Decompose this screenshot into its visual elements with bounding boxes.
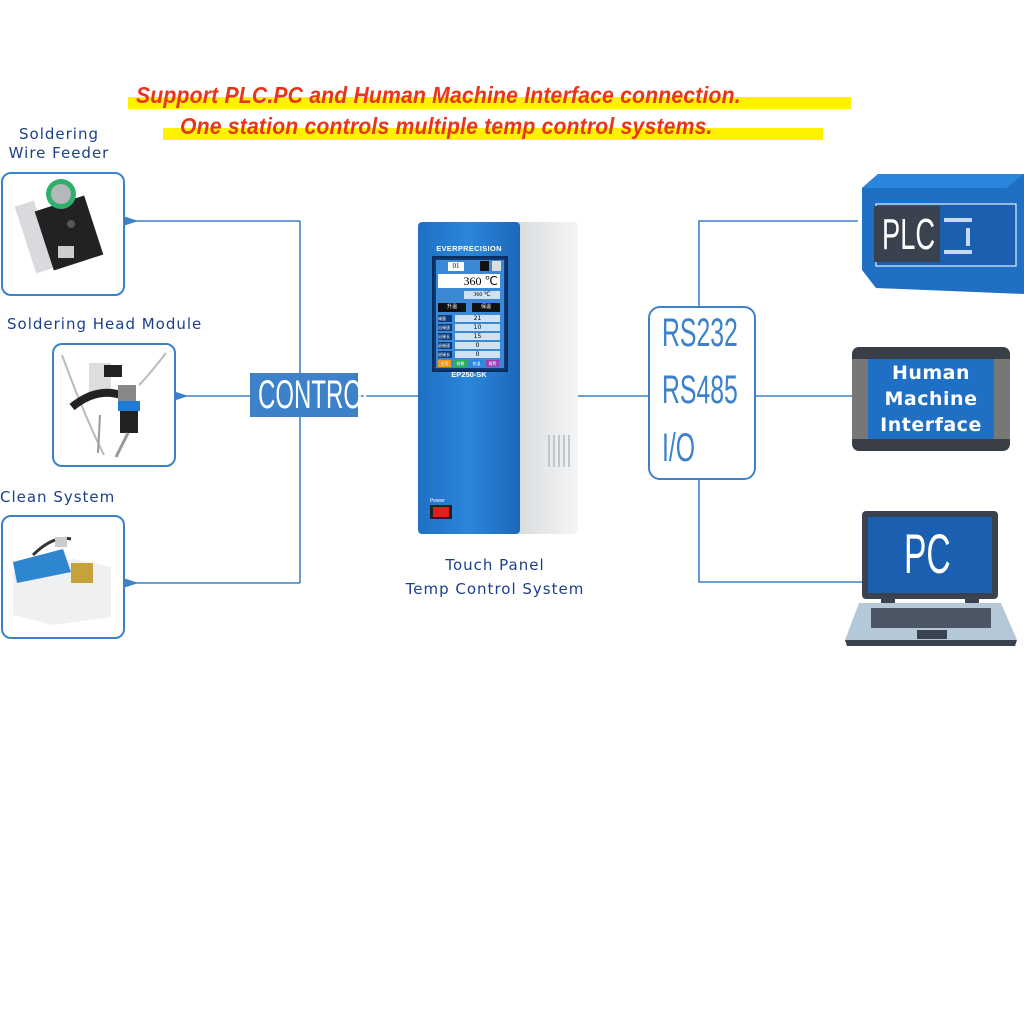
params-button[interactable]: 参数 (454, 360, 467, 367)
param-row: 锡量 21 (438, 315, 500, 322)
wire-feeder-image (1, 172, 125, 296)
unit-side-panel (518, 222, 578, 534)
hmi-screen (868, 359, 994, 439)
hold-button[interactable]: 保温 (472, 303, 500, 312)
power-switch-rocker (433, 507, 449, 517)
side-vent (548, 435, 570, 467)
clean-system-image (1, 515, 125, 639)
unit-caption: Touch Panel Temp Control System (405, 556, 585, 598)
interface-to-plc (698, 220, 858, 307)
plc-icon (862, 174, 1024, 294)
control-label: CONTROL (258, 373, 376, 417)
interface-io: I/O (662, 426, 696, 470)
clean-system-icon (13, 536, 111, 625)
heat-button[interactable]: 升温 (438, 303, 466, 312)
headline-line-1: Support PLC.PC and Human Machine Interfa… (136, 82, 741, 108)
interface-to-pc (698, 478, 862, 583)
param-row: 出锡速度 10 (438, 324, 500, 337)
param-rows: 锡量 21 出锡速度 10 出锡长度 15 退锡速度 0 退锡长度 0 (438, 315, 500, 364)
param-row: 退锡长度 0 (438, 351, 500, 364)
interface-rs485: RS485 (662, 368, 738, 412)
headline-highlight-2 (163, 128, 823, 140)
clean-system-label: Clean System (0, 488, 116, 506)
lock-icon[interactable] (480, 261, 489, 271)
pc-device: PC (843, 510, 1023, 650)
head-module-image (52, 343, 176, 467)
temp-display: 360 ℃ (438, 274, 500, 288)
model-label: EP250-SK (451, 370, 487, 379)
brand-label: EVERPRECISION (436, 244, 502, 253)
power-switch[interactable] (430, 505, 452, 519)
laptop-icon (845, 511, 1017, 646)
control-label-box (250, 373, 358, 417)
param-row: 退锡速度 0 (438, 342, 500, 355)
temp-control-unit: EVERPRECISION 01 360 ℃ 360 ℃ 升温 保温 锡量 21… (418, 222, 580, 534)
head-module-label: Soldering Head Module (7, 315, 203, 333)
power-label: Power (430, 498, 446, 504)
interface-rs232: RS232 (662, 311, 738, 355)
headline-line-2: One station controls multiple temp contr… (180, 113, 713, 139)
head-module-icon (61, 352, 167, 458)
touch-screen: 01 360 ℃ 360 ℃ 升温 保温 锡量 21 出锡速度 10 出锡长度 … (432, 256, 508, 372)
wire-feeder-icon (14, 179, 104, 274)
hmi-device: Human Machine Interface (852, 347, 1010, 451)
channel-field: 01 (448, 262, 464, 271)
home-button[interactable]: 主页 (438, 360, 451, 367)
interface-box (648, 306, 756, 480)
param-row: 出锡长度 15 (438, 333, 500, 346)
plc-label: PLC (882, 210, 936, 259)
pc-label: PC (904, 522, 951, 585)
plc-device: PLC (856, 170, 1024, 294)
headline-highlight-1 (128, 97, 851, 109)
save-icon[interactable] (492, 261, 501, 271)
hmi-label: Human Machine Interface (880, 362, 982, 436)
set-temp-field[interactable]: 360 ℃ (464, 291, 500, 299)
wire-feeder-label: Soldering Wire Feeder (8, 125, 110, 162)
calibrate-button[interactable]: 校温 (470, 360, 483, 367)
alarm-button[interactable]: 报警 (486, 360, 499, 367)
